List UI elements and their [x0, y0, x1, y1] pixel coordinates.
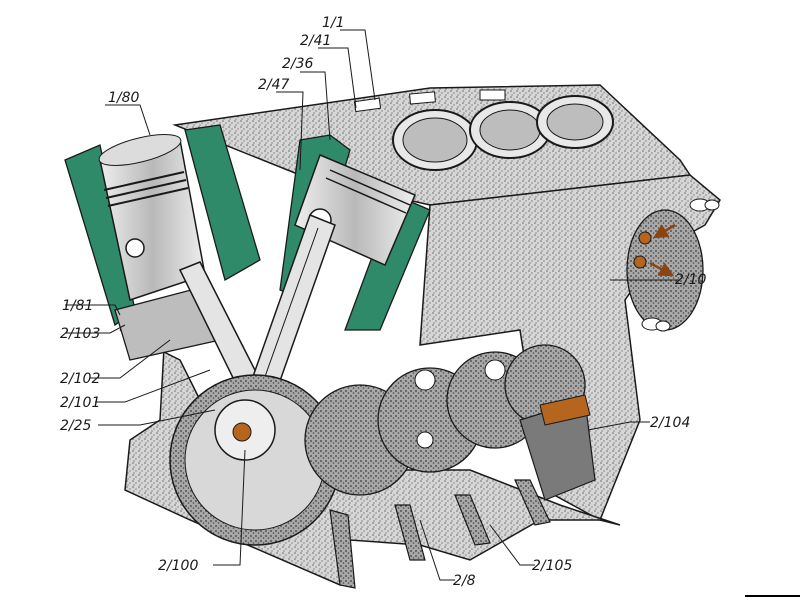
piston-left	[98, 134, 206, 301]
leader-lines	[65, 29, 680, 581]
label-2-101: 2/101	[60, 395, 100, 411]
label-2-103: 2/103	[60, 326, 100, 342]
left-cylinder-bank	[64, 124, 261, 361]
label-1-1: 1/1	[322, 15, 345, 31]
label-2-100: 2/100	[158, 558, 198, 574]
connecting-rods	[178, 214, 336, 396]
crankshaft	[169, 344, 596, 546]
part-labels: 1/1 2/41 2/36 2/47 1/80 1/81 2/103 2/102…	[60, 15, 707, 589]
label-2-36: 2/36	[282, 56, 314, 72]
oil-flow-arrows	[633, 223, 676, 277]
label-2-10: 2/10	[675, 272, 707, 288]
cylinder-bores	[353, 89, 614, 171]
label-2-105: 2/105	[532, 558, 572, 574]
label-1-81: 1/81	[62, 298, 93, 314]
label-2-104: 2/104	[650, 415, 690, 431]
label-2-47: 2/47	[258, 77, 290, 93]
label-2-41: 2/41	[300, 33, 331, 49]
label-2-8: 2/8	[453, 573, 476, 589]
label-2-25: 2/25	[60, 418, 92, 434]
label-2-102: 2/102	[60, 371, 100, 387]
label-1-80: 1/80	[108, 90, 140, 106]
